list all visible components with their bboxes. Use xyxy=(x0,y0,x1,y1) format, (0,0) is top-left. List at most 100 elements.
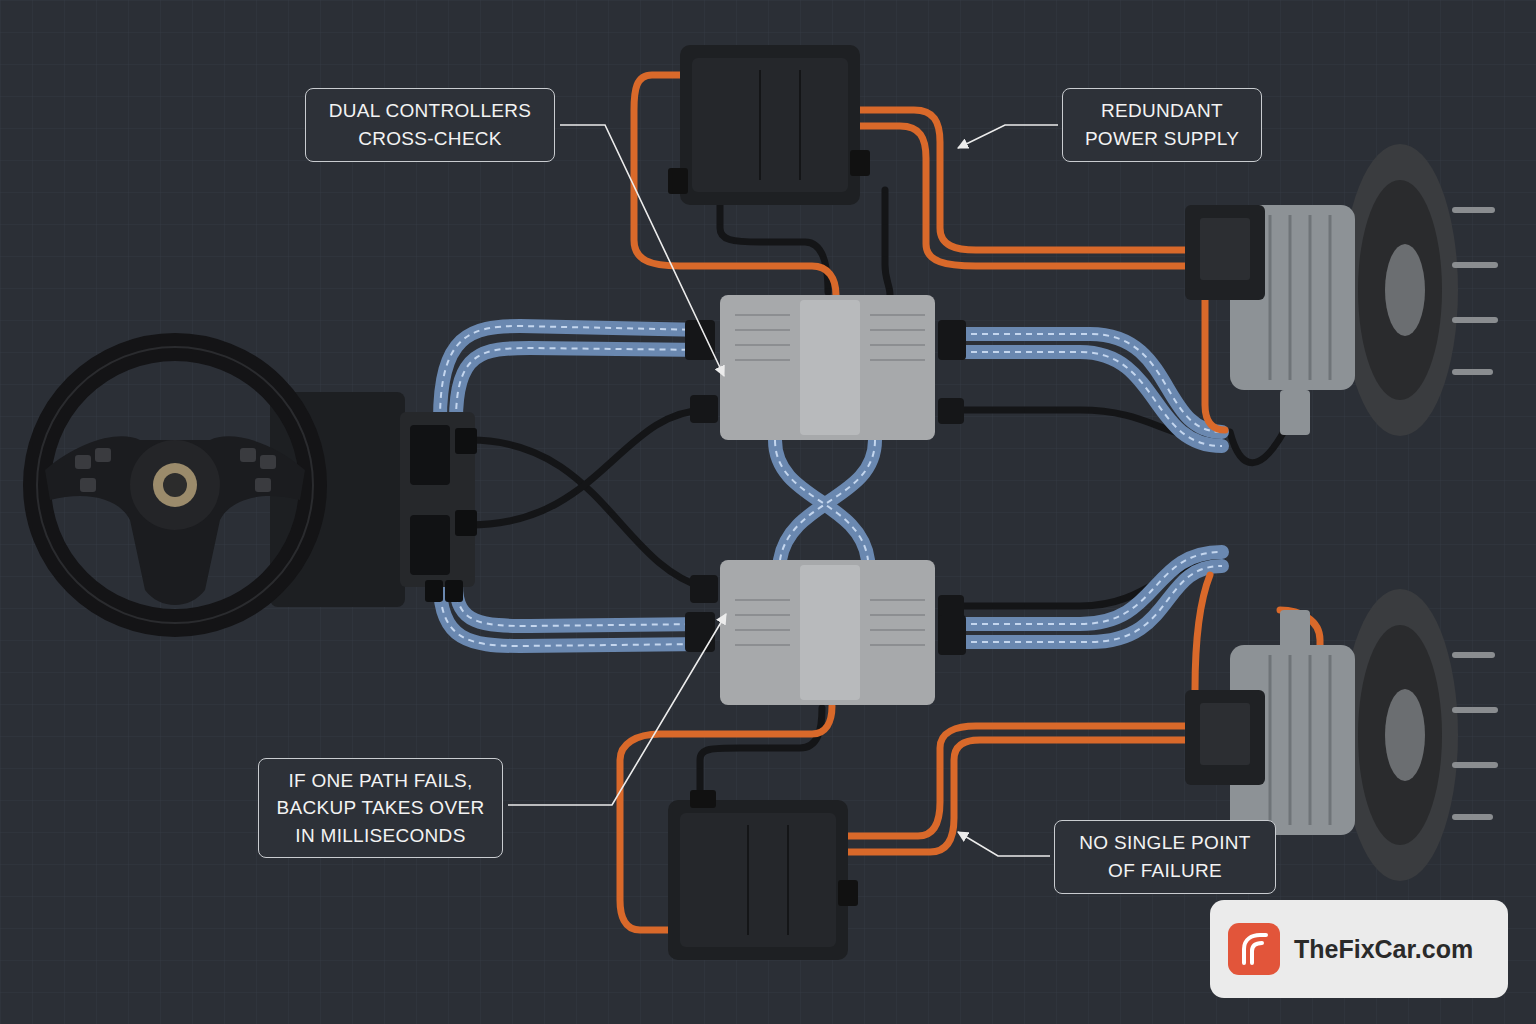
data-cables xyxy=(960,352,1222,446)
signal-wires xyxy=(470,440,705,588)
steering-actuator xyxy=(1455,369,1490,375)
signal-wires xyxy=(470,190,1290,800)
steering-actuator xyxy=(1280,390,1310,435)
power-supply-unit xyxy=(838,880,858,906)
steering-controller xyxy=(720,560,935,705)
steering-controller xyxy=(870,329,925,331)
steering-controller xyxy=(938,615,966,655)
steering-controller xyxy=(735,614,790,616)
power-supply-unit xyxy=(747,825,749,935)
steering-controller xyxy=(870,614,925,616)
callout-box: DUAL CONTROLLERS CROSS-CHECK xyxy=(305,88,555,161)
steering-column-module xyxy=(410,515,450,575)
data-cable-sheen xyxy=(960,334,1222,432)
steering-controller xyxy=(870,599,925,601)
power-supply-unit xyxy=(680,813,836,947)
steering-actuator xyxy=(1358,625,1442,845)
steering-actuator xyxy=(1289,655,1292,825)
steering-actuator xyxy=(1329,215,1332,380)
steering-actuator xyxy=(1270,215,1330,380)
steering-actuator xyxy=(1280,610,1310,650)
steering-column-module xyxy=(445,580,463,602)
steering-controller xyxy=(685,560,966,705)
steering-controller xyxy=(800,565,860,700)
logo-icon xyxy=(1244,935,1266,963)
steering-controller xyxy=(735,329,790,331)
steering-wheel xyxy=(95,448,111,462)
power-supply-unit xyxy=(668,790,858,960)
steering-actuator xyxy=(1309,655,1312,825)
data-cable-sheen xyxy=(775,440,868,560)
power-cables xyxy=(1205,300,1225,430)
steering-controller xyxy=(735,599,790,601)
steering-controller xyxy=(938,320,966,360)
steering-actuator xyxy=(1455,652,1492,658)
power-supply-unit xyxy=(850,150,870,176)
steering-column-module xyxy=(425,580,443,602)
steering-wheel xyxy=(75,455,91,469)
steering-controller xyxy=(735,600,925,645)
data-cable-sheen xyxy=(960,566,1222,642)
steering-controller xyxy=(690,395,718,423)
logo-icon xyxy=(1228,923,1280,975)
steering-wheel xyxy=(260,455,276,469)
leader-lines xyxy=(958,125,1058,148)
steering-column-module xyxy=(455,428,477,454)
power-supply-unit xyxy=(787,825,789,935)
data-cable-sheen xyxy=(440,326,705,420)
data-cables xyxy=(440,326,705,420)
steering-actuator xyxy=(1185,205,1265,300)
steering-controller xyxy=(870,644,925,646)
steering-actuator xyxy=(1185,144,1495,436)
steering-wheel xyxy=(37,347,313,623)
data-cables xyxy=(456,585,705,626)
steering-actuator xyxy=(1385,689,1425,781)
steering-actuator xyxy=(1455,317,1495,323)
power-cables xyxy=(1195,575,1210,690)
power-supply-unit xyxy=(680,45,860,205)
steering-controller xyxy=(870,629,925,631)
steering-wheel xyxy=(80,478,96,492)
signal-wires xyxy=(885,190,890,295)
steering-controller xyxy=(735,314,790,316)
steering-controller xyxy=(938,398,964,424)
power-supply-unit xyxy=(692,58,848,192)
steering-actuator xyxy=(1455,207,1492,213)
steering-actuator xyxy=(1342,144,1458,436)
steering-actuator xyxy=(1269,215,1272,380)
data-cables xyxy=(960,566,1222,642)
watermark-text: TheFixCar.com xyxy=(1294,935,1473,964)
steering-actuator xyxy=(1385,244,1425,336)
steering-controller xyxy=(735,644,790,646)
steering-actuator xyxy=(1455,814,1490,820)
data-cable-sheen xyxy=(456,348,705,420)
data-cables xyxy=(440,585,705,646)
steering-actuator xyxy=(1342,589,1458,881)
steering-wheel xyxy=(163,473,187,497)
steering-wheel xyxy=(37,347,313,623)
power-supply-unit xyxy=(668,168,688,194)
steering-column-module xyxy=(455,510,477,536)
steering-controller xyxy=(690,575,718,603)
watermark-badge: TheFixCar.com xyxy=(1210,900,1508,998)
steering-actuator xyxy=(1309,215,1312,380)
steering-actuator xyxy=(1455,707,1495,713)
steering-actuator xyxy=(1269,655,1272,825)
power-supply-unit xyxy=(668,800,848,960)
steering-actuator xyxy=(1358,180,1442,400)
steering-controller xyxy=(720,295,935,440)
steering-controller xyxy=(735,629,790,631)
data-cable-sheen xyxy=(960,552,1222,624)
power-supply-unit xyxy=(759,70,761,180)
data-cable-sheen xyxy=(456,585,705,626)
signal-wires xyxy=(700,708,822,800)
steering-controller xyxy=(870,314,925,316)
steering-actuator xyxy=(1185,690,1265,785)
power-supply-unit xyxy=(799,70,801,180)
steering-controller xyxy=(685,295,966,440)
steering-actuator xyxy=(1200,218,1250,280)
steering-wheel xyxy=(240,448,256,462)
